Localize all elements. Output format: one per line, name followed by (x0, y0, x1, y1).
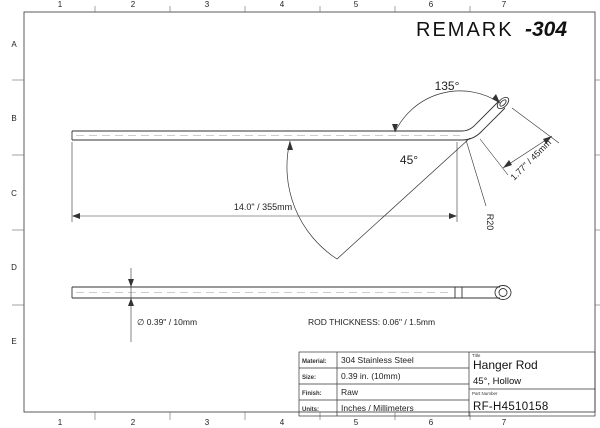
size-value: 0.39 in. (10mm) (341, 371, 401, 381)
title-block (298, 351, 596, 417)
bend-radius-label: R20 (485, 214, 495, 231)
zone-col-1-top: 1 (58, 0, 63, 9)
zone-col-2-top: 2 (131, 0, 136, 9)
wall-thickness-label: ROD THICKNESS: 0.06" / 1.5mm (308, 317, 435, 327)
angle-135-label: 135° (435, 79, 460, 93)
brand-logo: REMARK -304 (416, 18, 567, 41)
length-label: 14.0" / 355mm (234, 202, 292, 212)
bend-radius-leader (465, 139, 487, 207)
finish-value: Raw (341, 387, 359, 397)
zone-col-4-top: 4 (280, 0, 285, 9)
zone-col-6-top: 6 (429, 0, 434, 9)
zone-col-3-bottom: 3 (205, 418, 210, 427)
brand-number: -304 (525, 18, 567, 41)
part-title: Hanger Rod (473, 358, 538, 372)
diameter-dimension (128, 268, 134, 342)
drawing-border (23, 11, 596, 413)
zone-col-5-top: 5 (354, 0, 359, 9)
material-label: Material: (302, 359, 327, 365)
rod-side-view (71, 285, 512, 300)
angle-135-arc (392, 90, 501, 133)
zone-col-7-bottom: 7 (502, 418, 507, 427)
units-label: Units: (302, 407, 319, 413)
angle-45-arc (286, 137, 471, 260)
zone-row-d: D (11, 263, 17, 272)
finish-label: Finish: (302, 391, 322, 397)
zone-col-7-top: 7 (502, 0, 507, 9)
rod-top-view (71, 96, 510, 141)
units-value: Inches / Millimeters (341, 403, 414, 413)
zone-col-1-bottom: 1 (58, 418, 63, 427)
zone-col-4-bottom: 4 (280, 418, 285, 427)
part-number: RF-H4510158 (473, 401, 549, 413)
zone-col-2-bottom: 2 (131, 418, 136, 427)
end-length-dimension (479, 107, 560, 176)
length-dimension (71, 142, 458, 222)
zone-row-b: B (11, 114, 16, 123)
zone-col-6-bottom: 6 (429, 418, 434, 427)
part-number-caption: Part Number (472, 391, 498, 396)
title-caption: Title (472, 353, 481, 358)
part-subtitle: 45°, Hollow (473, 376, 521, 387)
diameter-label: ∅ 0.39" / 10mm (137, 317, 197, 327)
material-value: 304 Stainless Steel (341, 355, 414, 365)
zone-row-a: A (11, 40, 17, 49)
angle-45-label: 45° (400, 153, 418, 167)
brand-name: REMARK (416, 19, 514, 41)
zone-col-3-top: 3 (205, 0, 210, 9)
zone-row-e: E (11, 337, 16, 346)
zone-col-5-bottom: 5 (354, 418, 359, 427)
size-label: Size: (302, 375, 316, 381)
zone-row-c: C (11, 189, 17, 198)
